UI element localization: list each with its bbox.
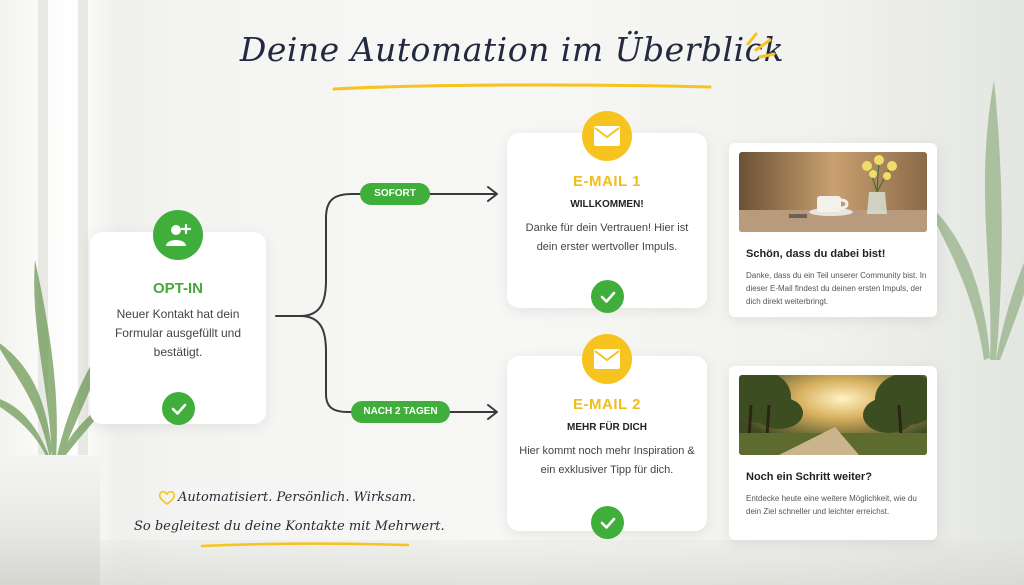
email-1-preview-card: Schön, dass du dabei bist! Danke, dass d… [729,143,937,317]
optin-description: Neuer Kontakt hat dein Formular ausgefül… [114,307,242,359]
footer-underline [200,542,410,548]
footer-tagline: Automatisiert. Persönlich. Wirksam. [178,490,416,505]
email-2-description: Hier kommt noch mehr Inspiration & ein e… [519,445,695,476]
check-icon [162,392,195,425]
branch-label-nach-2-tagen: NACH 2 TAGEN [351,401,450,423]
coffee-flowers-image [739,152,927,232]
email-1-subtitle: WILLKOMMEN! [570,199,644,210]
branch-label-sofort: SOFORT [360,183,430,205]
forest-path-image [739,375,927,455]
background-plant-right [924,80,1024,360]
heart-icon [158,490,176,505]
optin-card: OPT-IN Neuer Kontakt hat dein Formular a… [90,210,266,425]
email-2-preview-text: Entdecke heute eine weitere Möglichkeit,… [746,494,917,516]
envelope-icon [582,111,632,161]
email-2-card: E-MAIL 2 MEHR FÜR DICH Hier kommt noch m… [507,334,707,539]
email-1-card: E-MAIL 1 WILLKOMMEN! Danke für dein Vert… [507,111,707,313]
check-icon [591,506,624,539]
email-1-title: E-MAIL 1 [573,173,641,190]
check-icon [591,280,624,313]
add-user-icon [153,210,203,260]
sparkle-icon [746,32,776,59]
background-table [0,540,1024,585]
footer-subline: So begleitest du deine Kontakte mit Mehr… [134,519,445,534]
page-title: Deine Automation im Überblick [239,30,785,69]
email-1-preview-text: Danke, dass du ein Teil unserer Communit… [746,271,927,306]
title-underline [332,83,712,91]
envelope-icon [582,334,632,384]
email-2-title: E-MAIL 2 [573,396,641,413]
email-2-preview-card: Noch ein Schritt weiter? Entdecke heute … [729,366,937,540]
email-1-preview-title: Schön, dass du dabei bist! [746,248,886,260]
email-2-subtitle: MEHR FÜR DICH [567,422,647,433]
optin-title: OPT-IN [152,280,203,297]
email-2-preview-title: Noch ein Schritt weiter? [746,471,872,483]
email-1-description: Danke für dein Vertrauen! Hier ist dein … [525,222,689,253]
